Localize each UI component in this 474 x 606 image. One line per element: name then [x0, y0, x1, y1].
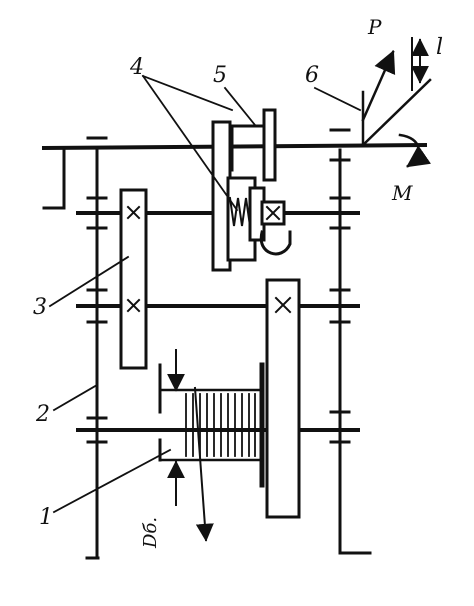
drum-diameter-label: Dб. [140, 517, 161, 549]
drum-diameter-dimension [167, 349, 187, 506]
callout-5: 5 [213, 63, 227, 88]
drum-gear [265, 278, 301, 519]
bottom-feet [85, 551, 372, 560]
moment-M-arrow [398, 133, 432, 168]
bearing-ticks [86, 128, 351, 444]
force-label-P: P [367, 15, 382, 39]
force-P-arrow [361, 49, 396, 122]
callout-4: 4 [129, 55, 144, 80]
handle-6 [361, 78, 432, 147]
callout-1: 1 [39, 505, 53, 530]
gear-3 [119, 188, 148, 370]
brake-ratchet-cross [265, 205, 281, 221]
gear-5 [262, 108, 277, 182]
callout-3: 3 [33, 295, 47, 320]
gear-3-cross-upper [126, 205, 141, 220]
drum-body [158, 388, 264, 462]
top-left-bracket [42, 146, 66, 210]
arm-label-l: l [436, 35, 443, 60]
rope-down-arrow [193, 386, 214, 542]
arm-l-dimension [411, 37, 429, 91]
brake-spring-4 [228, 196, 252, 228]
gear-3-cross-lower [126, 298, 141, 313]
leader-lines [48, 74, 362, 514]
gear-5-hub [230, 124, 266, 172]
callout-6: 6 [305, 63, 319, 88]
input-shaft [41, 142, 428, 151]
brake-hook [259, 230, 292, 256]
callout-2: 2 [35, 402, 50, 427]
moment-label-M: M [391, 181, 413, 205]
drum-gear-cross [274, 296, 292, 314]
